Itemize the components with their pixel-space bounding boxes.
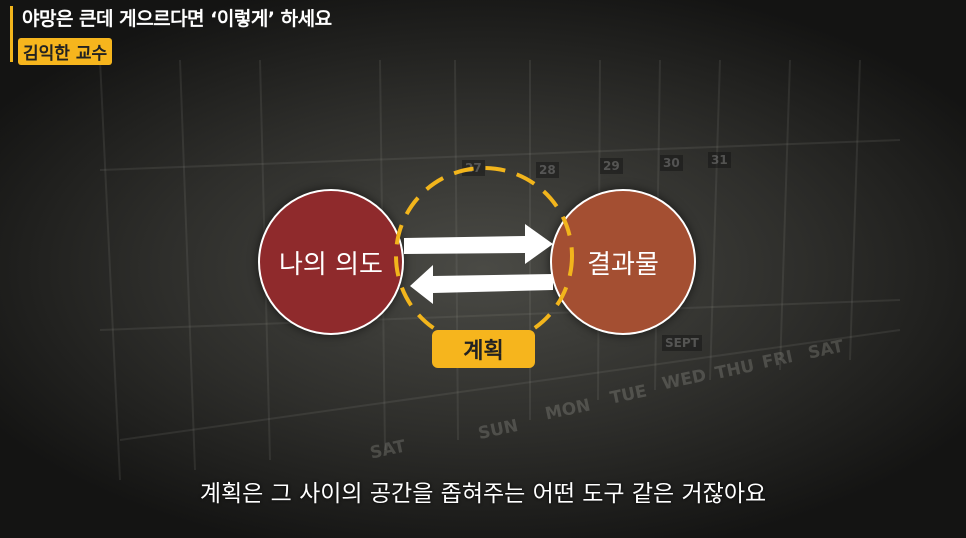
right-arrow-icon [404, 224, 553, 264]
title-accent-bar [10, 6, 13, 62]
subtitle: 계획은 그 사이의 공간을 좁혀주는 어떤 도구 같은 거잖아요 [199, 481, 767, 507]
bg-date: 28 [536, 162, 559, 178]
bg-date: 30 [660, 155, 683, 171]
left-arrow-icon [410, 265, 553, 304]
speaker-tag: 김익한 교수 [18, 38, 113, 65]
bg-date: 29 [600, 158, 623, 174]
video-title: 야망은 큰데 게으르다면 ‘이렇게’ 하세요 [22, 8, 332, 30]
result-circle: 결과물 [550, 189, 696, 335]
planning-label: 계획 [432, 330, 535, 368]
result-label: 결과물 [587, 249, 659, 280]
bg-month: SEPT [662, 335, 702, 351]
intention-label: 나의 의도 [279, 249, 383, 280]
planning-dashed-circle [394, 166, 574, 346]
bg-date: 31 [708, 152, 731, 168]
intention-circle: 나의 의도 [258, 189, 404, 335]
